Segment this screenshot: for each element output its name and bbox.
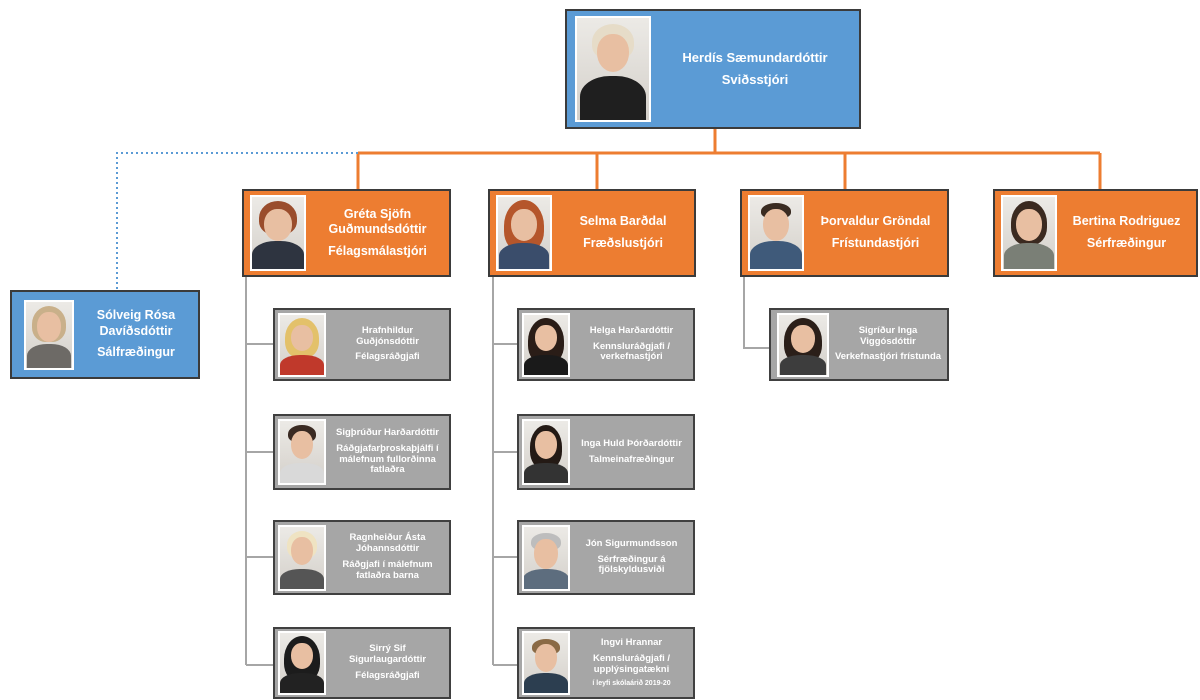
staff-box[interactable]: Sigríður Inga Viggósdóttir Verkefnastjór… [769,308,949,381]
staff-title: Sérfræðingur á fjölskyldusviði [597,553,666,576]
director-box[interactable]: Herdís Sæmundardóttir Sviðsstjóri [565,9,861,129]
head-photo [250,195,306,271]
staff-box[interactable]: Jón Sigurmundsson Sérfræðingur á fjölsky… [517,520,695,595]
external-name: Sólveig Rósa Davíðsdóttir [96,308,176,338]
staff-name: Sirrý Sif Sigurlaugardóttir [348,643,427,666]
head-title: Félagsmálastjóri [328,243,427,258]
head-box-education[interactable]: Selma Barðdal Fræðslustjóri [488,189,696,277]
staff-spine-3 [743,277,770,349]
dotted-link-external [116,152,358,290]
head-name: Bertina Rodriguez [1072,214,1181,229]
staff-name: Inga Huld Þórðardóttir [581,437,682,449]
staff-title: Verkefnastjóri frístunda [834,351,942,363]
head-name: Selma Barðdal [579,214,667,229]
staff-title: Félagsráðgjafi [355,351,420,363]
staff-box[interactable]: Sirrý Sif Sigurlaugardóttir Félagsráðgja… [273,627,451,699]
head-photo [496,195,552,271]
head-photo [748,195,804,271]
staff-box[interactable]: Ragnheiður Ásta Jóhannsdóttir Ráðgjafi í… [273,520,451,595]
staff-photo [278,631,326,695]
external-photo [24,299,74,370]
staff-photo [278,419,326,485]
head-box-social[interactable]: Gréta Sjöfn Guðmundsdóttir Félagsmálastj… [242,189,451,277]
director-title: Sviðsstjóri [721,72,789,87]
staff-photo [278,312,326,377]
staff-box[interactable]: Hrafnhildur Guðjónsdóttir Félagsráðgjafi [273,308,451,381]
head-box-recreation[interactable]: Þorvaldur Gröndal Frístundastjóri [740,189,949,277]
staff-title: Félagsráðgjafi [355,669,420,681]
head-title: Frístundastjóri [831,236,920,250]
staff-photo [522,419,570,485]
staff-photo [777,312,829,377]
director-name: Herdís Sæmundardóttir [682,49,828,65]
head-box-specialist[interactable]: Bertina Rodriguez Sérfræðingur [993,189,1198,277]
staff-title: Ráðgjafarþroskaþjálfi í málefnum fullorð… [336,442,439,476]
external-title: Sálfræðingur [97,345,175,360]
staff-box[interactable]: Helga Harðardóttir Kennsluráðgjafi / ver… [517,308,695,381]
staff-photo [522,631,570,695]
head-title: Fræðslustjóri [583,236,663,250]
staff-name: Ingvi Hrannar [600,637,663,649]
staff-box[interactable]: Inga Huld Þórðardóttir Talmeinafræðingur [517,414,695,490]
staff-box[interactable]: Sigþrúður Harðardóttir Ráðgjafarþroskaþj… [273,414,451,490]
staff-photo [522,312,570,377]
director-photo [575,16,651,122]
head-photo [1001,195,1057,271]
staff-note: í leyfi skólaárið 2019-20 [592,679,671,687]
head-name: Gréta Sjöfn Guðmundsdóttir [328,206,427,237]
staff-name: Hrafnhildur Guðjónsdóttir [356,324,419,347]
staff-name: Sigríður Inga Viggósdóttir [858,324,918,347]
staff-name: Ragnheiður Ásta Jóhannsdóttir [349,532,426,555]
staff-name: Jón Sigurmundsson [585,537,678,549]
external-box-psychologist[interactable]: Sólveig Rósa Davíðsdóttir Sálfræðingur [10,290,200,379]
staff-title: Talmeinafræðingur [588,453,675,465]
head-name: Þorvaldur Gröndal [820,214,931,229]
staff-title: Kennsluráðgjafi / upplýsingatækni [592,653,671,675]
staff-name: Sigþrúður Harðardóttir [336,426,439,438]
staff-box[interactable]: Ingvi Hrannar Kennsluráðgjafi / upplýsin… [517,627,695,699]
head-title: Sérfræðingur [1086,236,1167,250]
staff-title: Ráðgjafi í málefnum fatlaðra barna [342,559,433,581]
staff-name: Helga Harðardóttir [589,324,674,336]
staff-photo [278,524,326,591]
staff-title: Kennsluráðgjafi / verkefnastjóri [592,340,671,363]
staff-photo [522,524,570,591]
